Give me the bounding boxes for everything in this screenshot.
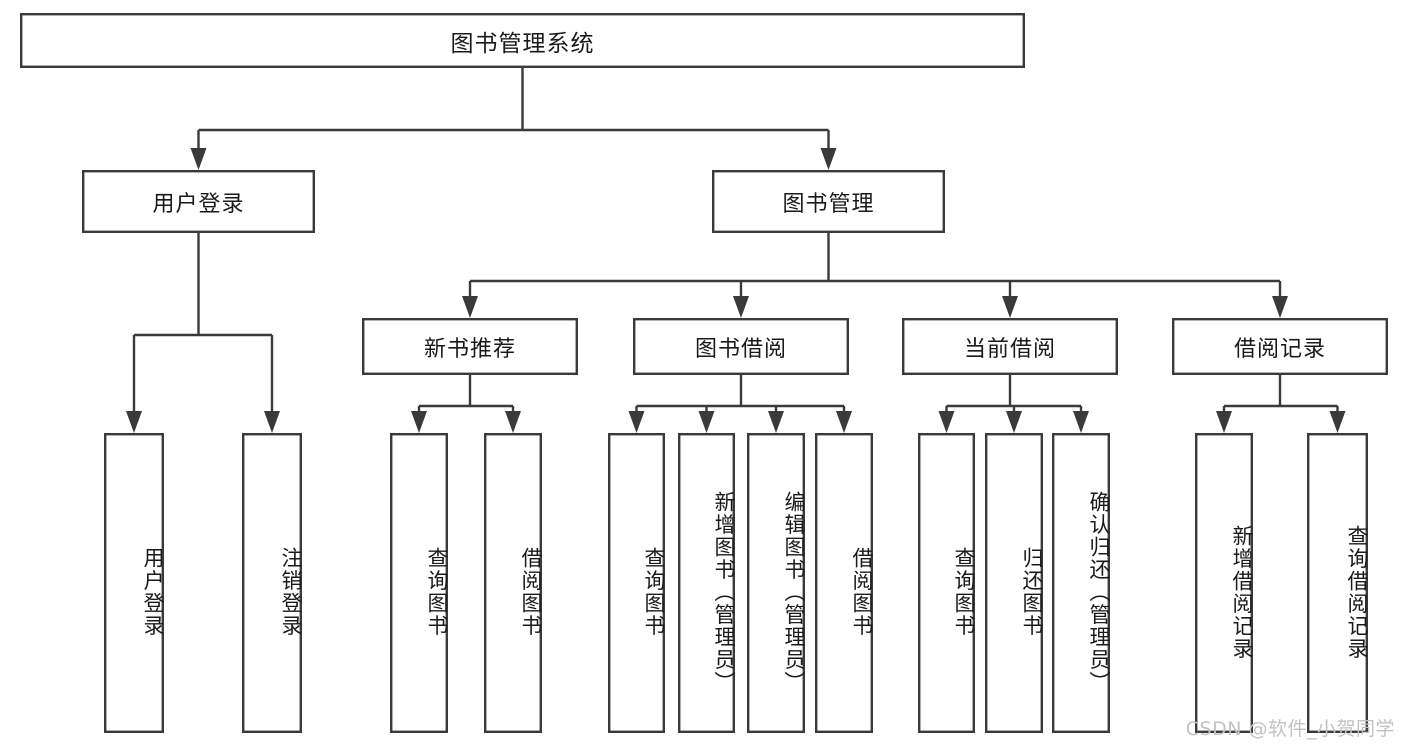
node-box-layer [20, 12, 1388, 734]
arrow-head-icon [264, 411, 280, 433]
node-box-root[interactable] [20, 12, 1025, 68]
arrow-head-icon [462, 296, 478, 318]
arrow-head-icon [126, 411, 142, 433]
node-box-leaf-borrow-book-rec[interactable] [484, 433, 543, 734]
node-box-leaf-confirm-return[interactable] [1051, 433, 1110, 734]
arrow-head-icon [411, 411, 427, 433]
node-box-leaf-query-borrow-record[interactable] [1306, 433, 1368, 734]
arrow-head-icon [628, 411, 645, 433]
arrow-head-icon [836, 411, 852, 433]
arrow-head-icon [1272, 296, 1288, 318]
arrow-head-icon [1216, 411, 1232, 433]
node-box-new-book-recommend[interactable] [362, 318, 579, 376]
arrow-head-icon [733, 296, 749, 318]
node-box-leaf-query-book-current[interactable] [918, 433, 976, 734]
arrow-head-icon [768, 411, 784, 433]
arrow-head-icon [1006, 411, 1022, 433]
node-box-leaf-logout-login[interactable] [241, 433, 302, 734]
node-box-borrow-record[interactable] [1171, 318, 1388, 376]
node-box-user-login[interactable] [81, 169, 316, 233]
arrow-head-icon [1329, 411, 1346, 433]
arrow-head-icon [1002, 296, 1018, 318]
node-box-leaf-add-borrow-record[interactable] [1194, 433, 1253, 734]
node-box-leaf-user-login[interactable] [103, 433, 164, 734]
arrow-head-icon [698, 411, 715, 433]
arrow-head-icon [938, 411, 955, 433]
node-box-leaf-query-book-borrow[interactable] [608, 433, 666, 734]
node-box-current-borrow[interactable] [902, 318, 1119, 376]
node-box-leaf-return-book[interactable] [985, 433, 1044, 734]
arrow-head-icon [1073, 411, 1089, 433]
arrow-head-icon [820, 148, 837, 170]
node-box-book-manage[interactable] [712, 169, 946, 233]
node-box-book-borrow[interactable] [633, 318, 850, 376]
node-box-leaf-borrow-book[interactable] [815, 433, 874, 734]
node-box-leaf-edit-book[interactable] [747, 433, 806, 734]
arrow-head-icon [190, 148, 207, 170]
arrow-head-icon [505, 411, 521, 433]
connector-layer [126, 68, 1346, 433]
node-box-leaf-add-book[interactable] [678, 433, 736, 734]
node-box-leaf-query-book-rec[interactable] [390, 433, 449, 734]
